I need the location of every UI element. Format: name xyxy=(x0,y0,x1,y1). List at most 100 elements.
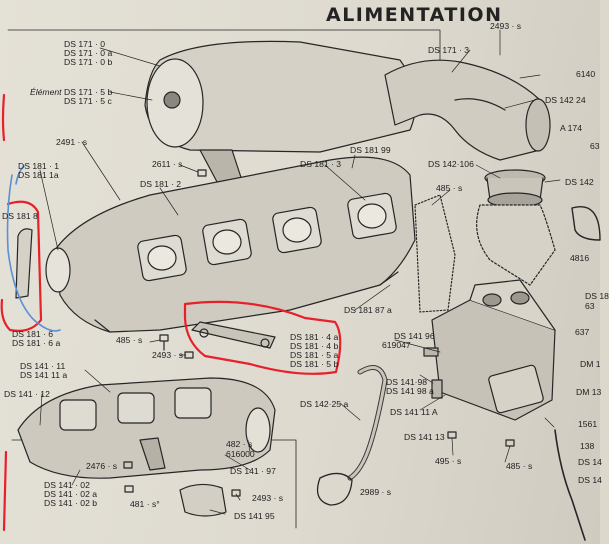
fitting-141-98 xyxy=(431,379,443,399)
bolt-2493s-low xyxy=(231,489,241,497)
label-6140: 6140 xyxy=(576,69,596,79)
blue-pen-line xyxy=(6,174,61,332)
label-485s-mid: 485 · s xyxy=(116,335,143,345)
page-title: ALIMENTATION xyxy=(326,4,503,26)
label-ds181-8: DS 181 8 xyxy=(2,211,38,221)
label-2493s-low: 2493 · s xyxy=(252,493,284,503)
blue-annotation-marks xyxy=(6,165,61,332)
label-ds142-25a: DS 142·25 a xyxy=(300,399,349,409)
label-ds181-99: DS 181 99 xyxy=(350,145,391,155)
label-ds181-2: DS 181 · 2 xyxy=(140,179,182,189)
bolt-2493s-mid xyxy=(184,351,194,359)
label-ds141-95: DS 141 95 xyxy=(234,511,275,521)
label-ds181-5a: DS 181 · 5 a xyxy=(290,350,339,360)
heat-shield-plate xyxy=(414,194,456,313)
label-ds141-02b: DS 141 · 02 b xyxy=(44,498,98,508)
label-2493s-mid: 2493 · s xyxy=(152,350,184,360)
label-ds181-5b: DS 181 · 5 b xyxy=(290,359,339,369)
label-ds141-98: DS 141·98 xyxy=(386,377,428,387)
inlet-manifold xyxy=(45,156,416,333)
exhaust-manifold xyxy=(17,377,276,479)
label-ds171-5b: DS 171 · 5 b xyxy=(64,87,113,97)
label-2476s: 2476 · s xyxy=(86,461,118,471)
hose-clamp-ring xyxy=(571,206,601,241)
label-ds171-0: DS 171 · 0 xyxy=(64,39,106,49)
leader-lines xyxy=(39,29,561,515)
bolt-481s xyxy=(124,485,134,493)
label-ds141-11: DS 141 · 11 xyxy=(20,361,66,371)
label-616000: 616000 xyxy=(226,449,255,459)
air-inlet-elbow xyxy=(384,59,551,161)
label-2493s-top: 2493 · s xyxy=(490,21,522,31)
bolt-2476s xyxy=(123,461,133,469)
throttle-rod xyxy=(554,429,586,541)
label-ds142-106: DS 142·106 xyxy=(428,159,474,169)
label-ds141-12: DS 141 · 12 xyxy=(4,389,50,399)
label-ds181-4b: DS 181 · 4 b xyxy=(290,341,339,351)
label-138: 138 xyxy=(580,441,595,451)
label-dm13: DM 13 xyxy=(576,387,602,397)
label-ds171-0a: DS 171 · 0 a xyxy=(64,48,113,58)
label-ds142-24: DS 142 24 xyxy=(545,95,586,105)
label-ds171-0b: DS 171 · 0 b xyxy=(64,57,113,67)
bracket-strap xyxy=(191,321,276,349)
label-ds14y: DS 14 xyxy=(578,475,602,485)
label-ds14x: DS 14 xyxy=(578,457,602,467)
label-ds141-11A: DS 141 11 A xyxy=(390,407,438,417)
label-ds142: DS 142 xyxy=(565,177,594,187)
flange-plate xyxy=(179,483,227,517)
label-2989s: 2989 · s xyxy=(360,487,392,497)
label-1561: 1561 xyxy=(578,419,598,429)
fuel-hose xyxy=(347,365,388,481)
label-637: 637 xyxy=(575,327,590,337)
label-ds181-87a: DS 181 87 a xyxy=(344,305,392,315)
label-ds141-96: DS 141 96 xyxy=(394,331,435,341)
nut-495s xyxy=(447,431,457,439)
label-dm1: DM 1 xyxy=(580,359,601,369)
label-ds18: DS 18 xyxy=(585,291,609,301)
label-495s: 495 · s xyxy=(435,456,462,466)
label-ds171-3: DS 171 · 3 xyxy=(428,45,470,55)
label-a174: A 174 xyxy=(560,123,582,133)
label-ds141-98a: DS 141 98 a xyxy=(386,386,434,396)
label-485s-low: 485 · s xyxy=(506,461,533,471)
bolt-485s xyxy=(159,334,169,351)
label-63: 63 xyxy=(590,141,600,151)
label-482s: 482 · s xyxy=(226,439,253,449)
red-annotation-marks xyxy=(0,93,342,532)
red-bracket-left-top xyxy=(1,93,6,142)
hose-clamp-small xyxy=(316,472,353,506)
red-bracket-left-bottom xyxy=(2,450,8,532)
diagram-frame-line xyxy=(7,29,441,61)
label-63x: 63 xyxy=(585,301,595,311)
red-box-ds181-4 xyxy=(183,300,342,375)
bent-tube xyxy=(15,228,33,299)
carburetor-body xyxy=(431,279,556,421)
label-ds181-3: DS 181 · 3 xyxy=(300,159,342,169)
label-ds171-5c: DS 171 · 5 c xyxy=(64,96,112,106)
blue-pen-line-small xyxy=(15,165,25,185)
carburetor-flange xyxy=(484,169,546,208)
label-4816: 4816 xyxy=(570,253,590,263)
fitting-619047 xyxy=(423,347,439,357)
red-box-ds181-8 xyxy=(0,200,43,332)
label-ds141-13: DS 141 13 xyxy=(404,432,445,442)
label-element: Élément xyxy=(30,87,62,97)
label-ds181-4a: DS 181 · 4 a xyxy=(290,332,339,342)
bolt-2611s xyxy=(197,169,207,177)
label-ds141-11a: DS 141 11 a xyxy=(20,370,68,380)
label-619047: 619047 xyxy=(382,340,411,350)
label-ds181-1a: DS 181 1a xyxy=(18,170,59,180)
label-2611s: 2611 · s xyxy=(152,159,183,169)
label-ds181-6: DS 181 · 6 xyxy=(12,329,54,339)
label-2491s: 2491 · s xyxy=(56,137,88,147)
rubber-duct xyxy=(476,204,556,286)
label-ds141-97: DS 141 · 97 xyxy=(230,466,276,476)
label-481s: 481 · s° xyxy=(130,499,160,509)
nut-485s-low xyxy=(505,439,515,447)
label-ds141-02a: DS 141 · 02 a xyxy=(44,489,98,499)
label-ds141-02: DS 141 · 02 xyxy=(44,480,90,490)
label-485s-top: 485 · s xyxy=(436,183,463,193)
